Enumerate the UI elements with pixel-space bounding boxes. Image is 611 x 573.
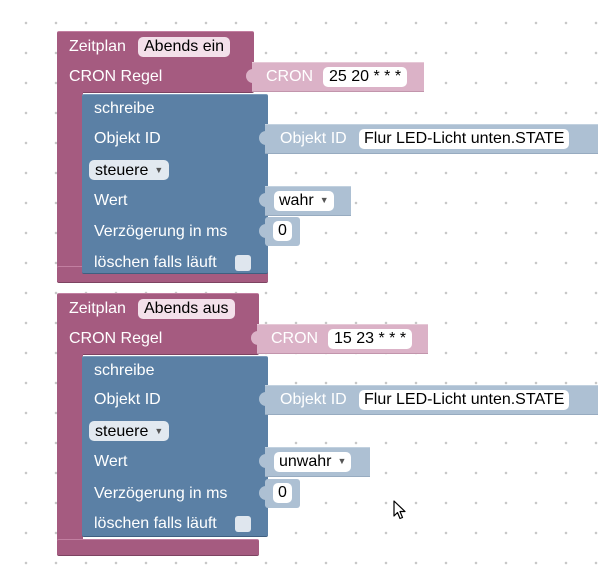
object-id-label: Objekt ID: [94, 130, 161, 147]
schedule-block-spine: [57, 354, 83, 546]
clear-if-running-checkbox[interactable]: [235, 516, 251, 532]
delay-block-connector: [259, 224, 267, 238]
mode-dropdown[interactable]: steuere ▼: [89, 421, 170, 441]
cron-value-field[interactable]: 25 20 * * *: [323, 67, 408, 87]
chevron-down-icon: ▼: [319, 195, 329, 205]
delay-value-field[interactable]: 0: [273, 483, 292, 503]
write-title: schreibe: [94, 100, 155, 117]
delay-value-field[interactable]: 0: [273, 221, 292, 241]
chevron-down-icon: ▼: [154, 426, 164, 436]
cron-block-connector: [246, 69, 254, 83]
value-label: Wert: [94, 453, 128, 470]
value-dropdown[interactable]: unwahr ▼: [274, 452, 352, 472]
delay-label: Verzögerung in ms: [94, 485, 228, 502]
object-id-block-label: Objekt ID: [280, 130, 347, 147]
delay-label: Verzögerung in ms: [94, 223, 228, 240]
cron-label: CRON: [271, 330, 319, 347]
write-block[interactable]: [82, 94, 268, 274]
delay-block-connector: [259, 486, 267, 500]
schedule-block-footer: [57, 539, 259, 556]
object-id-label: Objekt ID: [94, 391, 161, 408]
cron-value-field[interactable]: 15 23 * * *: [328, 329, 413, 349]
cron-rule-label: CRON Regel: [69, 330, 163, 347]
write-title: schreibe: [94, 362, 155, 379]
cron-block-connector: [251, 331, 259, 345]
value-label: Wert: [94, 192, 128, 209]
value-block-connector: [259, 454, 267, 468]
object-id-block-connector: [259, 392, 267, 406]
chevron-down-icon: ▼: [154, 165, 164, 175]
object-id-value-field[interactable]: Flur LED-Licht unten.STATE: [359, 129, 570, 149]
schedule-label: Zeitplan: [69, 300, 126, 317]
cron-rule-label: CRON Regel: [69, 68, 163, 85]
schedule-block-spine: [57, 92, 83, 282]
object-id-block-label: Objekt ID: [280, 391, 347, 408]
clear-if-running-checkbox[interactable]: [235, 255, 251, 271]
schedule-name-field[interactable]: Abends ein: [138, 37, 231, 57]
value-block-connector: [259, 193, 267, 207]
mode-dropdown-value: steuere: [95, 162, 149, 179]
object-id-block-connector: [259, 131, 267, 145]
schedule-name-field[interactable]: Abends aus: [138, 299, 235, 319]
value-dropdown-value: wahr: [279, 192, 314, 209]
schedule-label: Zeitplan: [69, 38, 126, 55]
mode-dropdown-value: steuere: [95, 423, 149, 440]
cron-label: CRON: [266, 68, 314, 85]
clear-if-running-label: löschen falls läuft: [94, 254, 217, 271]
value-dropdown[interactable]: wahr ▼: [274, 191, 334, 211]
value-dropdown-value: unwahr: [279, 453, 332, 470]
mouse-cursor-icon: [393, 500, 406, 520]
clear-if-running-label: löschen falls läuft: [94, 515, 217, 532]
object-id-value-field[interactable]: Flur LED-Licht unten.STATE: [359, 390, 570, 410]
chevron-down-icon: ▼: [337, 456, 347, 466]
write-block[interactable]: [82, 356, 268, 537]
mode-dropdown[interactable]: steuere ▼: [89, 160, 170, 180]
